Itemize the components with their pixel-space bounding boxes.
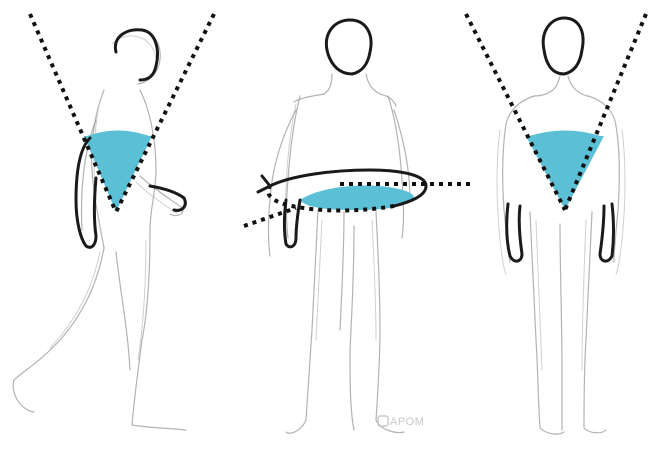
back-view-motion-zone [526,136,604,210]
back-view-sketch-lines [497,76,625,434]
figure-rotation-view: APOM [244,20,470,433]
watermark: APOM [378,416,424,428]
rotation-view-dotted-axis-left [244,208,296,226]
side-view-motion-zone-arc [84,131,152,138]
rotation-arrow-icon [258,176,270,192]
back-view-left-arm-outline [507,204,522,261]
watermark-text: APOM [390,416,424,428]
rotation-view-head-outline [326,20,371,74]
rotation-view-sketch-lines [269,96,411,433]
side-view-sketch-lines [13,30,186,430]
back-view-head-outline [543,18,583,74]
back-view-dotted-line-right [565,14,646,210]
back-view-motion-zone-arc [526,131,604,138]
side-view-dotted-line-right [116,14,214,212]
figure-back-view [466,14,646,434]
back-view-right-arm-outline [600,204,614,261]
side-view-dotted-line-left [30,14,116,212]
figure-side-view [13,14,214,430]
